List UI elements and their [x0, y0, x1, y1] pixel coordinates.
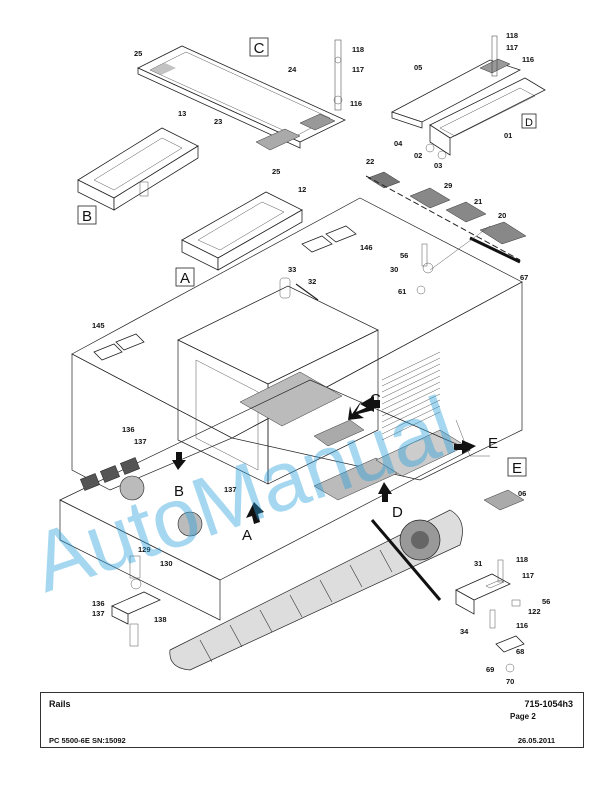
part-label-24: 24: [288, 65, 297, 74]
arrow-a: [246, 502, 264, 524]
machine-model: PC 5500-6E SN:15092: [49, 736, 126, 745]
part-label-32: 32: [308, 277, 316, 286]
part-label-138: 138: [154, 615, 167, 624]
view-letter-b-box: B: [77, 205, 97, 225]
view-letter-c: C: [254, 40, 265, 57]
machine-body: [59, 197, 523, 671]
part-label-02: 02: [414, 151, 422, 160]
part-label-136a: 136: [122, 425, 135, 434]
part-label-117c: 117: [522, 571, 534, 580]
part-label-12: 12: [298, 185, 306, 194]
detail-b-tray: [77, 127, 199, 211]
part-label-69: 69: [486, 665, 494, 674]
part-label-67: 67: [520, 273, 528, 282]
part-labels: 01 02 03 04 05 06 12 13 20 21 22 23 24 2…: [92, 31, 550, 686]
issue-date: 26.05.2011: [517, 736, 555, 745]
parts-diagram: A B C D E C B A D E 01 02 03 04 05 06 12…: [59, 31, 550, 686]
view-letter-c-box: C: [249, 37, 269, 57]
part-label-23: 23: [214, 117, 222, 126]
part-label-70: 70: [506, 677, 514, 686]
part-label-25a: 25: [134, 49, 142, 58]
document-number: 715-1054h3: [524, 699, 573, 709]
part-label-68: 68: [516, 647, 524, 656]
part-label-129: 129: [138, 545, 151, 554]
arrow-label-c: C: [370, 391, 381, 408]
view-letter-e-box: E: [507, 457, 527, 477]
part-label-130: 130: [160, 559, 173, 568]
part-label-03: 03: [434, 161, 442, 170]
arrow-d: [378, 482, 392, 502]
part-label-56a: 56: [400, 251, 408, 260]
view-letter-a-box: A: [175, 267, 195, 287]
part-label-117b: 117: [506, 43, 518, 52]
drawing-title: Rails: [49, 699, 71, 709]
view-letter-b: B: [82, 208, 92, 225]
part-label-13: 13: [178, 109, 186, 118]
title-block: Rails 715-1054h3 Page 2 PC 5500-6E SN:15…: [40, 692, 584, 748]
arrow-c: [348, 400, 374, 420]
part-label-06: 06: [518, 489, 526, 498]
view-letter-a: A: [180, 270, 190, 287]
part-label-31: 31: [474, 559, 482, 568]
part-label-118b: 118: [506, 31, 518, 40]
arrow-b: [172, 452, 186, 470]
arrow-label-d: D: [392, 504, 403, 521]
lower-left-bracket: [111, 555, 161, 647]
part-label-56b: 56: [542, 597, 550, 606]
part-label-145: 145: [92, 321, 105, 330]
part-label-118a: 118: [352, 45, 364, 54]
part-label-146: 146: [360, 243, 373, 252]
part-label-22: 22: [366, 157, 374, 166]
arrow-e: [454, 440, 476, 454]
arrow-c-main: [360, 396, 380, 412]
part-label-116b: 116: [522, 55, 534, 64]
arrow-label-a: A: [242, 527, 252, 544]
lower-right-bracket: [455, 489, 525, 673]
part-label-118c: 118: [516, 555, 528, 564]
detail-c-rail-assembly: [137, 39, 346, 151]
detail-a-tray: [181, 191, 319, 301]
window-glass: [93, 225, 357, 361]
part-label-116a: 116: [350, 99, 362, 108]
arrow-label-b: B: [174, 483, 184, 500]
view-letter-d-box: D: [521, 113, 537, 129]
part-label-137a: 137: [134, 437, 147, 446]
part-label-21: 21: [474, 197, 482, 206]
part-label-01: 01: [504, 131, 512, 140]
detail-d-rail-assembly: [390, 35, 546, 160]
view-letter-e: E: [512, 460, 522, 477]
part-label-137c: 137: [92, 609, 105, 618]
part-label-61: 61: [398, 287, 406, 296]
part-label-04: 04: [394, 139, 403, 148]
part-label-136b: 136: [92, 599, 105, 608]
part-label-20: 20: [498, 211, 506, 220]
part-label-29: 29: [444, 181, 452, 190]
part-label-05: 05: [414, 63, 422, 72]
middle-rail-pieces: [365, 171, 527, 295]
part-label-116c: 116: [516, 621, 528, 630]
part-label-30: 30: [390, 265, 398, 274]
arrow-label-e: E: [488, 435, 498, 452]
page-number: Page 2: [510, 712, 536, 721]
view-arrows: [172, 396, 476, 524]
part-label-34: 34: [460, 627, 469, 636]
view-letter-d: D: [525, 117, 533, 129]
part-label-117a: 117: [352, 65, 364, 74]
part-label-137b: 137: [224, 485, 237, 494]
part-label-25b: 25: [272, 167, 280, 176]
part-label-33: 33: [288, 265, 296, 274]
part-label-122: 122: [528, 607, 541, 616]
